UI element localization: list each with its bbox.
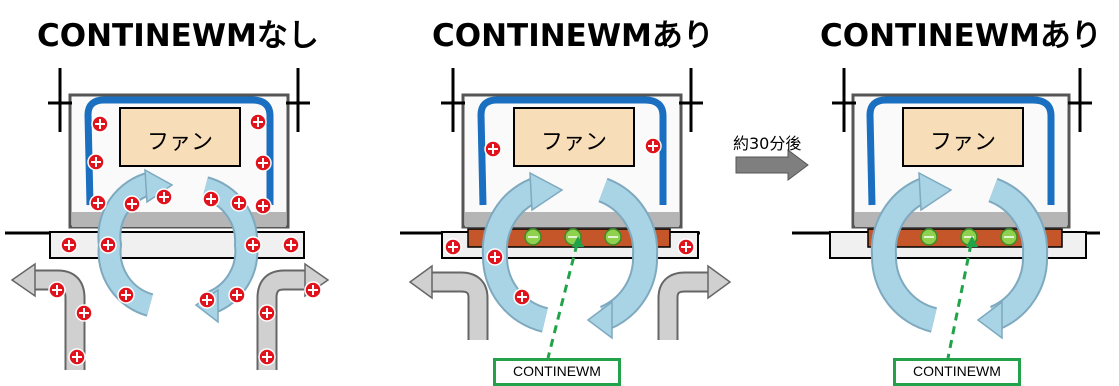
fan-label: ファン xyxy=(540,130,607,155)
right-arrow-icon xyxy=(735,149,809,181)
transition-label: 約30分後 xyxy=(733,134,802,153)
panel-3-diagram xyxy=(792,68,1100,359)
green-particle-icon xyxy=(524,228,622,246)
pointer-line xyxy=(546,243,579,359)
blue-duct xyxy=(84,96,274,206)
fan-box xyxy=(902,107,1024,167)
continewm-label: CONTINEWM xyxy=(893,358,1021,386)
pointer-line xyxy=(946,243,973,359)
fan-label: ファン xyxy=(146,130,213,155)
panel-3-title: CONTINEWMあり xyxy=(820,18,1102,54)
fan-box xyxy=(513,107,635,167)
panel-1-diagram xyxy=(5,68,330,370)
base-plate xyxy=(49,231,305,259)
continewm-label: CONTINEWM xyxy=(493,358,621,386)
panel-2-diagram xyxy=(400,68,732,359)
panel-2-title: CONTINEWMあり xyxy=(432,18,714,54)
fan-label: ファン xyxy=(929,130,996,155)
blue-duct xyxy=(477,96,667,206)
panel-1-title: CONTINEWMなし xyxy=(37,18,319,54)
blue-duct xyxy=(866,96,1055,206)
fan-box xyxy=(119,107,241,167)
